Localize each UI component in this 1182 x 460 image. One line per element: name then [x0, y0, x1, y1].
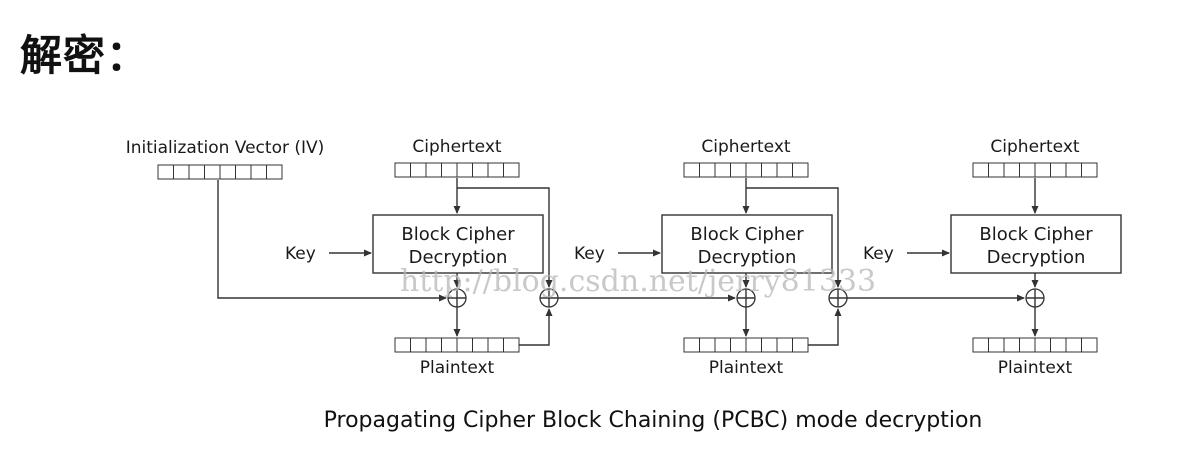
plaintext-register	[972, 337, 1098, 353]
register-cell	[503, 162, 520, 178]
register-cell	[745, 337, 762, 353]
iv-register	[157, 164, 283, 180]
register-cell	[1050, 162, 1067, 178]
xor-symbol	[447, 288, 467, 308]
iv-register-cells	[157, 164, 283, 180]
ciphertext-label: Ciphertext	[990, 137, 1079, 157]
register-cell	[792, 337, 809, 353]
register-cell	[714, 162, 731, 178]
register-cell	[1065, 337, 1082, 353]
ciphertext-label: Ciphertext	[412, 137, 501, 157]
register-cell	[235, 164, 252, 180]
register-cell	[1065, 162, 1082, 178]
register-cell	[410, 337, 427, 353]
register-cell	[204, 164, 221, 180]
register-cell	[972, 337, 989, 353]
register-cell	[776, 337, 793, 353]
block-cipher-box	[372, 214, 544, 274]
block-cipher-label: Decryption	[409, 247, 508, 268]
iv-label: Initialization Vector (IV)	[126, 138, 325, 158]
register-cell	[730, 162, 747, 178]
register-cell	[1019, 337, 1036, 353]
register-cell	[988, 162, 1005, 178]
register-cell	[394, 162, 411, 178]
register-cell	[157, 164, 174, 180]
register-cell	[1034, 337, 1051, 353]
plaintext-label: Plaintext	[998, 358, 1073, 378]
plaintext-label: Plaintext	[420, 358, 495, 378]
register-cell	[250, 164, 267, 180]
register-cell	[1081, 337, 1098, 353]
key-label: Key	[285, 244, 316, 264]
register-cell	[410, 162, 427, 178]
plaintext-register	[683, 337, 809, 353]
register-cell	[188, 164, 205, 180]
register-cell	[745, 162, 762, 178]
register-cell	[472, 162, 489, 178]
register-cell	[456, 162, 473, 178]
register-cell	[219, 164, 236, 180]
xor-symbol	[1025, 288, 1045, 308]
register-cell	[1019, 162, 1036, 178]
block-cipher-box	[661, 214, 833, 274]
watermark-text: http://blog.csdn.net/jerry81333	[400, 264, 876, 299]
plaintext-feedback-arrow	[808, 308, 842, 346]
block-cipher-label: Block Cipher	[401, 224, 515, 245]
register-cell	[472, 337, 489, 353]
register-cell	[1034, 162, 1051, 178]
key-label: Key	[863, 244, 894, 264]
register-cell	[266, 164, 283, 180]
register-cell	[792, 162, 809, 178]
register-cell	[394, 337, 411, 353]
register-cell	[173, 164, 190, 180]
register-cell	[425, 162, 442, 178]
plaintext-register	[394, 337, 520, 353]
register-cell	[761, 162, 778, 178]
register-cell	[683, 337, 700, 353]
register-cell	[761, 337, 778, 353]
block-cipher-label: Decryption	[698, 247, 797, 268]
register-cell	[503, 337, 520, 353]
register-cell	[714, 337, 731, 353]
register-cell	[441, 337, 458, 353]
register-cell	[1050, 337, 1067, 353]
block-cipher-label: Decryption	[987, 247, 1086, 268]
ciphertext-register	[394, 162, 520, 178]
register-cell	[487, 162, 504, 178]
plaintext-label: Plaintext	[709, 358, 784, 378]
ciphertext-feedback-arrow	[746, 187, 842, 288]
ciphertext-register	[972, 162, 1098, 178]
iv-to-xor-arrow	[217, 180, 447, 302]
ciphertext-feedback-arrow	[457, 187, 553, 288]
block-cipher-box	[950, 214, 1122, 274]
register-cell	[972, 162, 989, 178]
register-cell	[683, 162, 700, 178]
register-cell	[425, 337, 442, 353]
register-cell	[730, 337, 747, 353]
block-cipher-label: Block Cipher	[979, 224, 1093, 245]
ciphertext-label: Ciphertext	[701, 137, 790, 157]
key-label: Key	[574, 244, 605, 264]
register-cell	[456, 337, 473, 353]
ciphertext-register	[683, 162, 809, 178]
register-cell	[699, 162, 716, 178]
register-cell	[487, 337, 504, 353]
register-cell	[1003, 162, 1020, 178]
register-cell	[441, 162, 458, 178]
register-cell	[1003, 337, 1020, 353]
register-cell	[988, 337, 1005, 353]
xor-symbol	[736, 288, 756, 308]
plaintext-feedback-arrow	[519, 308, 553, 346]
register-cell	[1081, 162, 1098, 178]
diagram-caption: Propagating Cipher Block Chaining (PCBC)…	[324, 408, 983, 433]
register-cell	[776, 162, 793, 178]
block-cipher-label: Block Cipher	[690, 224, 804, 245]
register-cell	[699, 337, 716, 353]
page-heading: 解密：	[20, 31, 150, 80]
